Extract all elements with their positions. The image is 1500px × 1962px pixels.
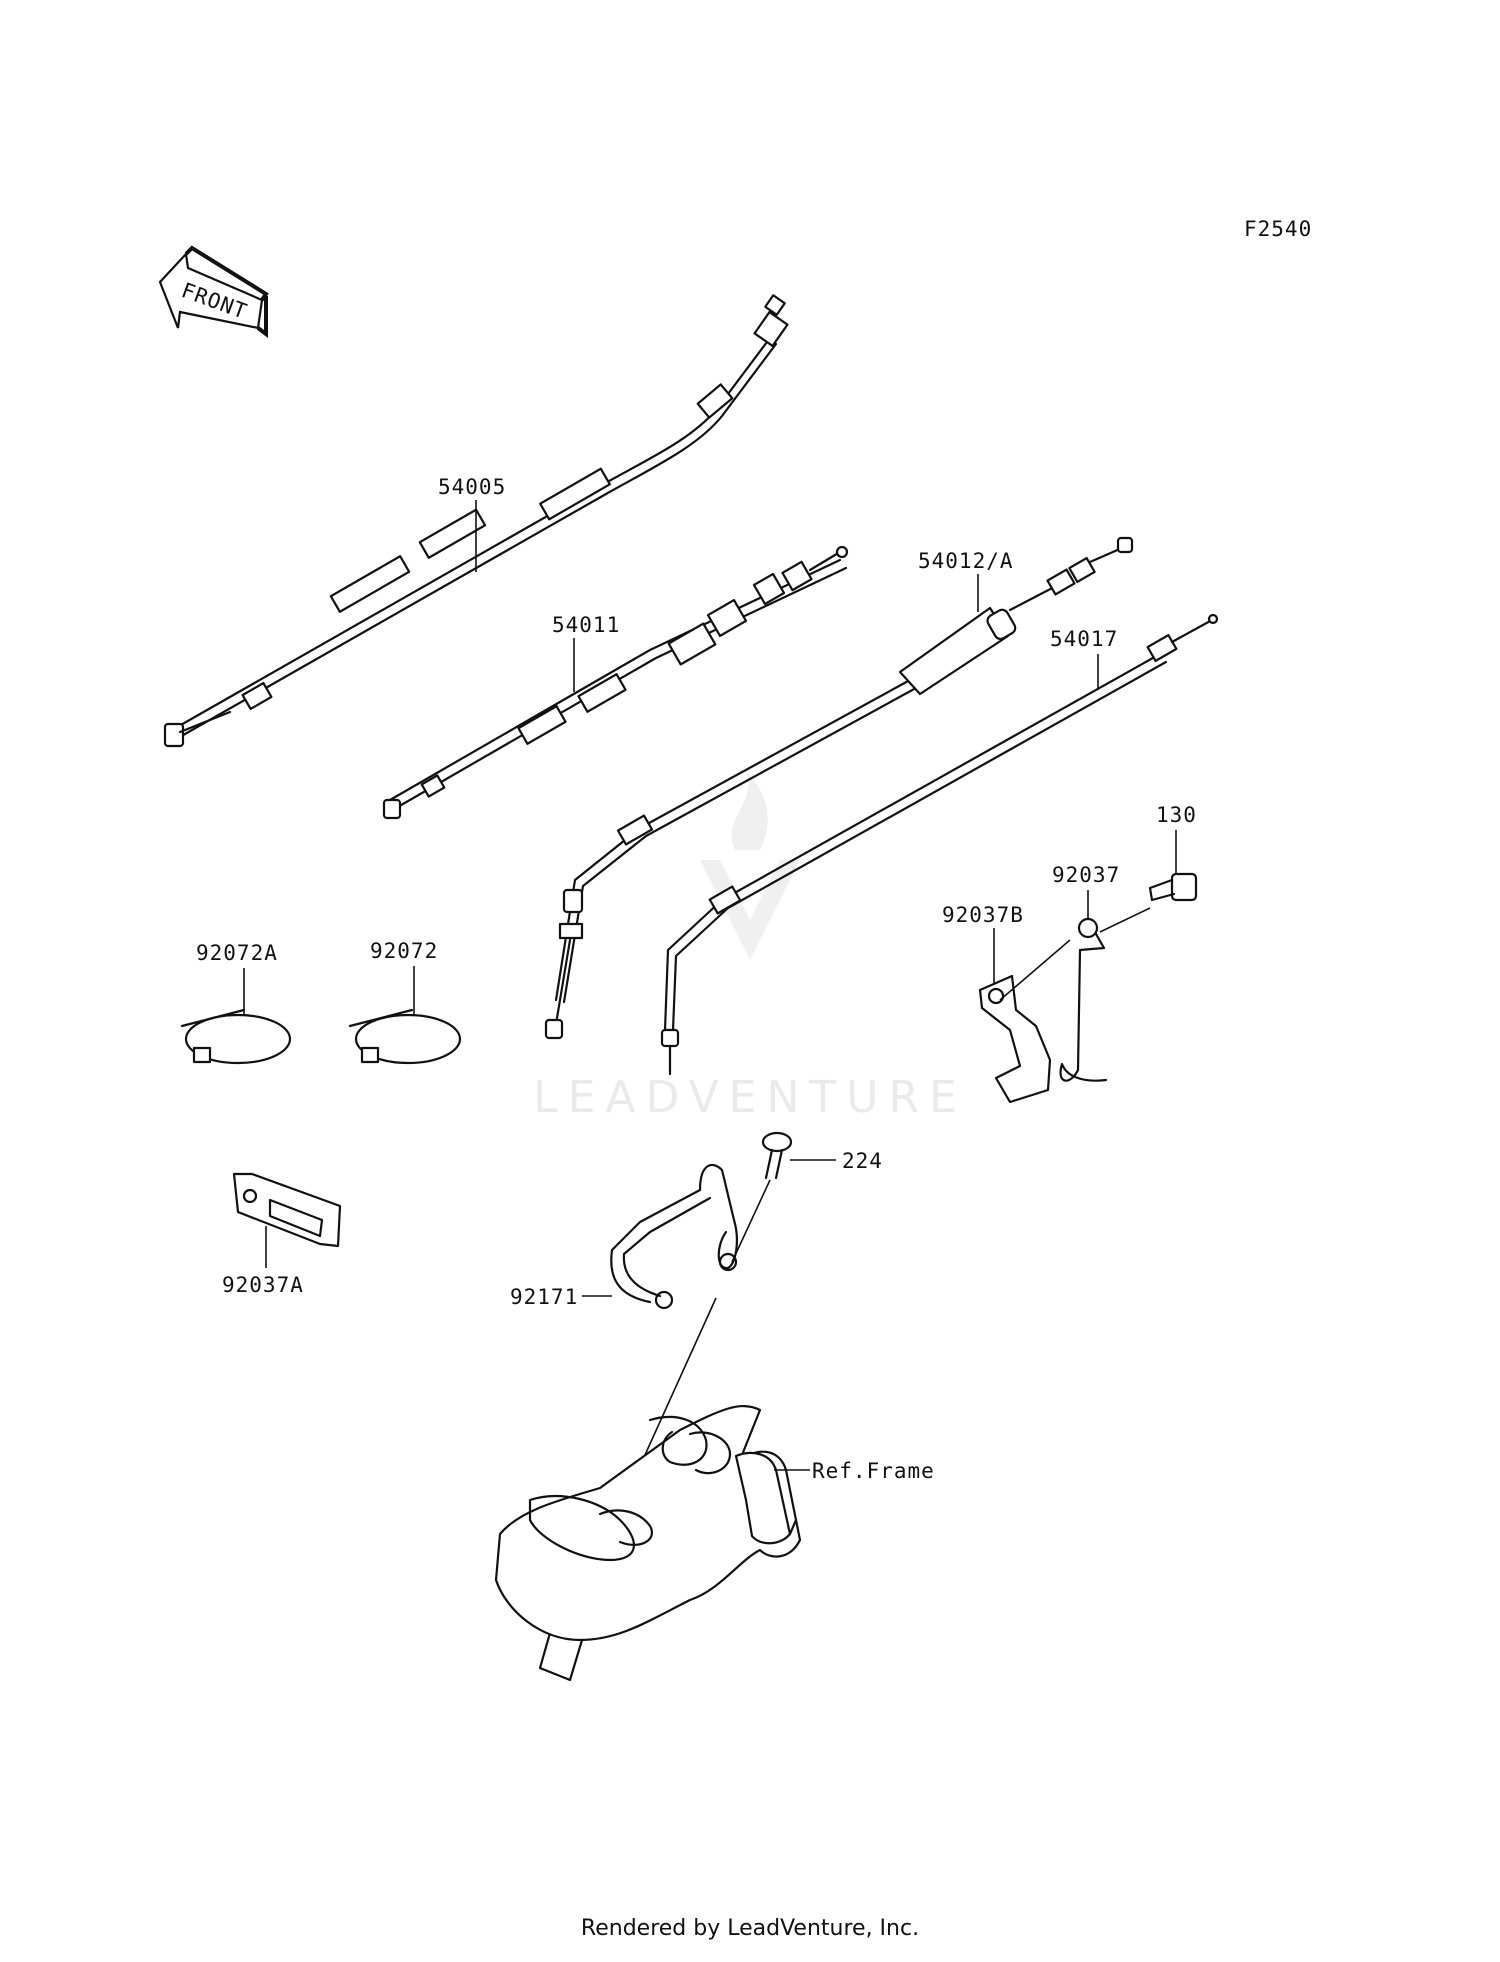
label-54017: 54017 [1050,627,1118,651]
label-54011: 54011 [552,613,620,637]
band-92072A [180,1008,292,1065]
leader-lines [243,500,1177,1471]
footer-credit: Rendered by LeadVenture, Inc. [580,1916,920,1941]
label-92072A: 92072A [196,941,278,965]
band-92072 [348,1008,462,1065]
handlebar-frame [494,1405,802,1682]
label-92072: 92072 [370,939,438,963]
label-92037B: 92037B [942,903,1024,927]
label-224: 224 [842,1149,883,1173]
label-54005: 54005 [438,475,506,499]
leadventure-watermark: LEADVENTURE [533,770,967,1123]
label-92037: 92037 [1052,863,1120,887]
watermark-text: LEADVENTURE [533,1072,967,1123]
label-54012A: 54012/A [918,549,1014,573]
plate-92037A [232,1172,342,1248]
label-92171: 92171 [510,1285,578,1309]
label-92037A: 92037A [222,1273,304,1297]
cable-54017 [660,613,1219,1076]
cable-54012A [544,536,1134,1040]
diagram-code: F2540 [1244,217,1312,241]
label-ref-frame: Ref.Frame [812,1459,935,1483]
guide-92171 [610,1163,738,1310]
cable-54005 [163,294,789,748]
screw-224 [761,1131,793,1180]
front-arrow-icon: FRONT [158,245,269,338]
bracket-92037B [978,974,1052,1104]
cable-54011 [382,545,849,820]
label-130: 130 [1156,803,1197,827]
bolt-130 [1148,872,1198,902]
